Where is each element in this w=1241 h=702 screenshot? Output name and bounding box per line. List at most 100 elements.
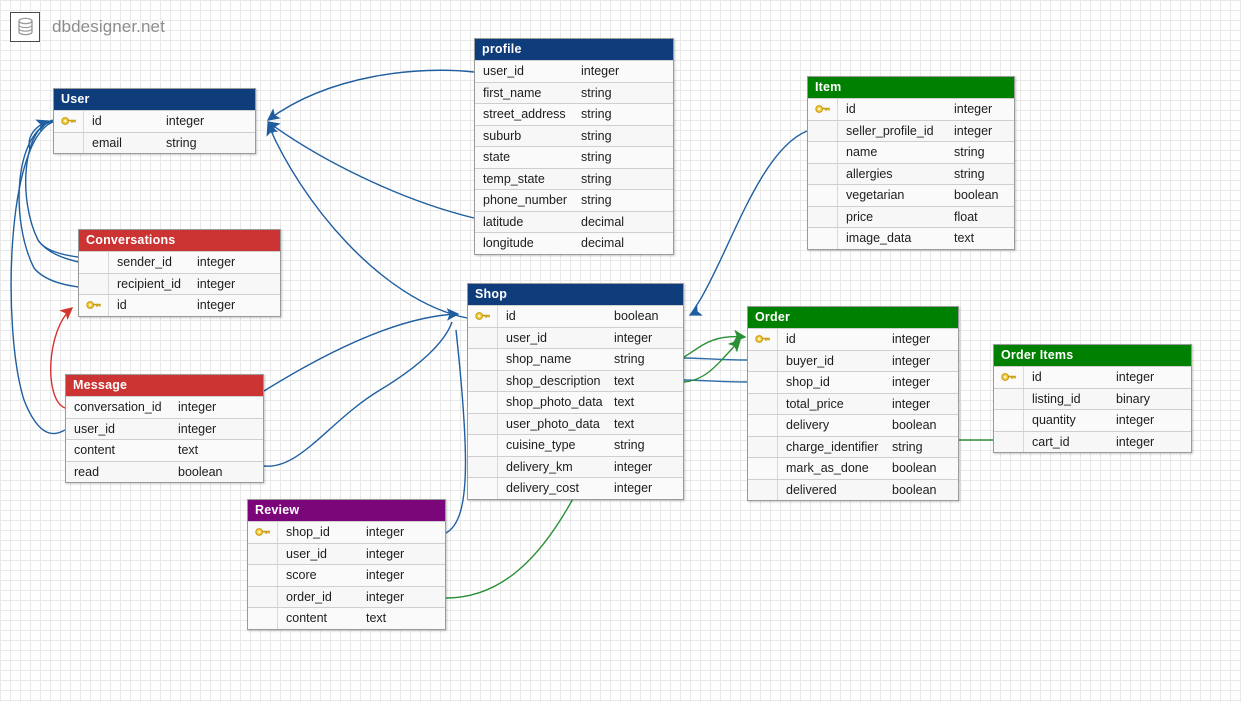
table-header-review[interactable]: Review: [248, 500, 445, 521]
column-name: shop_description: [506, 373, 601, 388]
primary-key-icon: [994, 367, 1024, 388]
column-name: email: [92, 135, 122, 150]
column-type: boolean: [614, 309, 659, 324]
column-name: delivery: [786, 418, 830, 433]
table-header-message[interactable]: Message: [66, 375, 263, 396]
column-type: integer: [614, 459, 653, 474]
column-type: boolean: [178, 464, 223, 479]
column-type: text: [614, 416, 635, 431]
key-cell-empty: [748, 436, 778, 457]
column-name: content: [286, 611, 328, 626]
primary-key-icon: [748, 329, 778, 350]
table-header-item[interactable]: Item: [808, 77, 1014, 98]
column-type: integer: [1116, 413, 1155, 428]
column-type: string: [892, 439, 923, 454]
primary-key-icon: [808, 99, 838, 120]
edge-item-shop: [688, 130, 808, 316]
key-cell-empty: [994, 410, 1024, 431]
column-type: decimal: [581, 236, 625, 251]
key-cell-empty: [468, 349, 498, 370]
key-cell-empty: [808, 163, 838, 184]
column-name: state: [483, 150, 511, 165]
key-cell-empty: [468, 435, 498, 456]
table-header-user[interactable]: User: [54, 89, 255, 110]
column-type: string: [614, 352, 645, 367]
table-header-profile[interactable]: profile: [475, 39, 673, 60]
table-header-order[interactable]: Order: [748, 307, 958, 328]
column-type: string: [581, 193, 612, 208]
brand-label: dbdesigner.net: [52, 17, 165, 36]
column-name: street_address: [483, 107, 566, 122]
column-name: recipient_id: [117, 276, 181, 291]
edge-message-shop: [263, 308, 460, 392]
column-name: user_id: [74, 421, 115, 436]
table-header-shop[interactable]: Shop: [468, 284, 683, 305]
table-header-conversations[interactable]: Conversations: [79, 230, 280, 251]
table-header-order-items[interactable]: Order Items: [994, 345, 1191, 366]
primary-key-icon: [468, 306, 498, 327]
key-cell-empty: [808, 228, 838, 249]
